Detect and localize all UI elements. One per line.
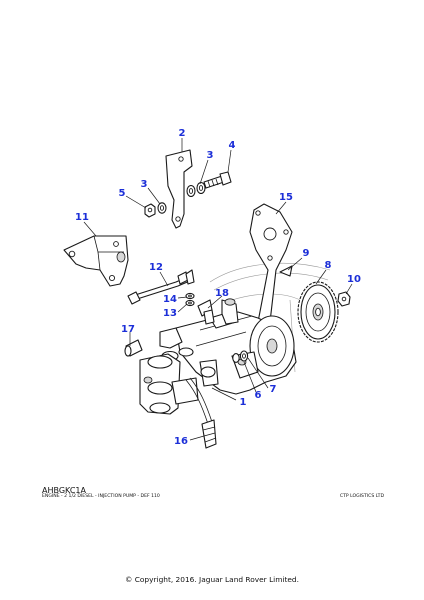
lower-bracket: [63, 235, 129, 287]
drive-gear: [297, 281, 339, 343]
callout-15: 15: [279, 192, 293, 203]
callout-6: 6: [255, 390, 262, 401]
callout-4: 4: [229, 140, 236, 151]
leak-off-pipe: [127, 269, 195, 305]
diagram-description: ENGINE - 2 1/2 DIESEL - INJECTION PUMP -…: [42, 494, 160, 499]
callout-16: 16: [174, 436, 188, 447]
callout-11: 11: [75, 212, 89, 223]
callout-2: 2: [179, 128, 186, 139]
callout-1: 1: [240, 397, 247, 408]
callout-18: 18: [215, 288, 229, 299]
vendor-label: CTP LOGISTICS LTD: [339, 494, 384, 499]
sleeve: [124, 339, 143, 357]
callout-10: 10: [347, 274, 361, 285]
callout-8: 8: [325, 260, 332, 271]
drive-plate: [249, 203, 293, 337]
copyright-notice: © Copyright, 2016. Jaguar Land Rover Lim…: [125, 575, 299, 584]
banjo-washers: [185, 292, 195, 307]
callout-17: 17: [121, 324, 135, 335]
nut: [144, 203, 156, 218]
washer-pair: [157, 181, 206, 214]
pipe-fitting: [185, 377, 217, 449]
callout-3-upper: 3: [207, 150, 214, 161]
callout-14: 14: [163, 294, 177, 305]
woodruff-key: [279, 265, 293, 277]
callout-12: 12: [149, 262, 163, 273]
callout-9: 9: [303, 248, 310, 259]
callout-5: 5: [119, 188, 126, 199]
bolt: [203, 171, 232, 189]
upper-bracket: [165, 149, 193, 229]
callout-13: 13: [163, 308, 177, 319]
callout-7: 7: [270, 384, 277, 395]
callout-labels: 2 4 3 3 5 11 15 9 8 10 12 18 14 13 17 7 …: [75, 128, 361, 447]
injection-pump: [139, 298, 297, 415]
leader-lines: [83, 138, 353, 441]
callout-3-lower: 3: [141, 179, 148, 190]
diagram-reference-code: AHBGKC1A: [42, 486, 86, 495]
shaft-seals: [232, 350, 249, 363]
gear-nut: [337, 291, 351, 307]
banjo-bolt: [197, 299, 215, 325]
